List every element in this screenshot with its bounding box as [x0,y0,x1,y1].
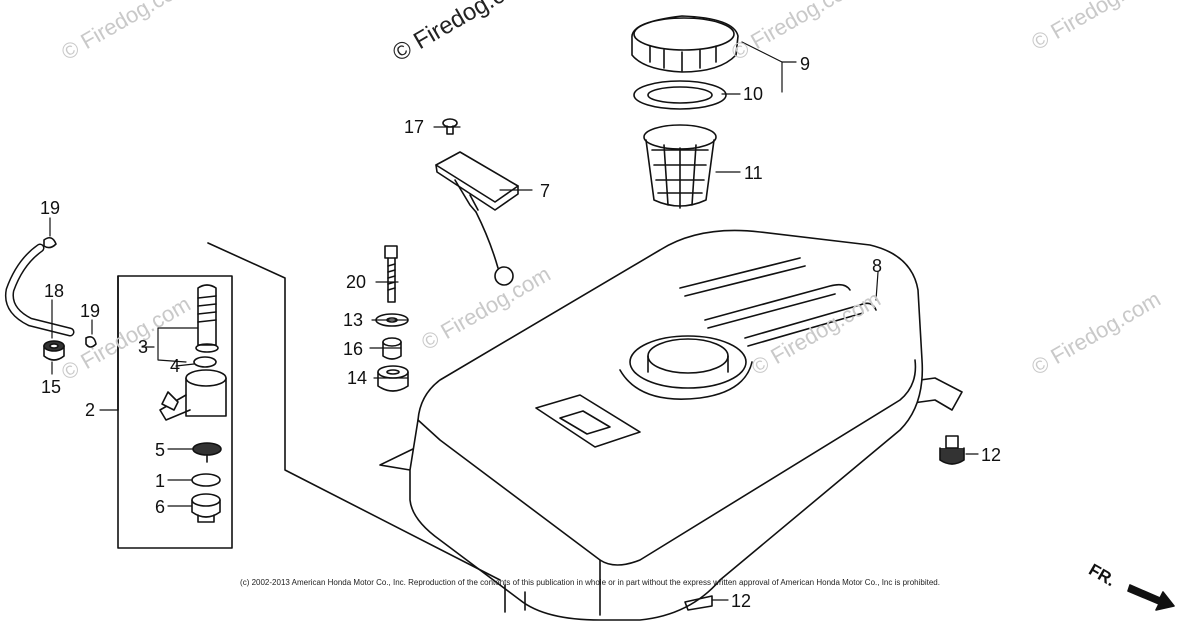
clip-19-upper-part[interactable] [43,236,57,249]
strainer-3-part[interactable] [195,284,219,353]
callout-16[interactable]: 16 [343,339,364,359]
callout-2[interactable]: 2 [85,400,96,420]
callout-4[interactable]: 4 [170,356,181,376]
leader-lines [49,41,979,601]
callout-15[interactable]: 15 [41,377,62,397]
callout-20[interactable]: 20 [346,272,367,292]
callout-19[interactable]: 19 [40,198,61,218]
callout-5[interactable]: 5 [155,440,166,460]
callout-18[interactable]: 18 [44,281,65,301]
callout-12[interactable]: 12 [731,591,752,611]
fuel-cock-assembly-frame [117,242,501,581]
rubber-15-part[interactable] [43,340,65,361]
callout-14[interactable]: 14 [347,368,368,388]
copyright-notice: (c) 2002-2013 American Honda Motor Co., … [240,578,940,587]
tank-rubber-12-part[interactable] [939,435,965,465]
callout-13[interactable]: 13 [343,310,364,330]
clip-19-lower-part[interactable] [85,336,97,348]
callout-9[interactable]: 9 [800,54,811,74]
fuel-strainer-part[interactable] [643,124,717,209]
o-ring-1-part[interactable] [191,473,221,487]
callout-1[interactable]: 1 [155,471,166,491]
fuel-cock-body-part[interactable] [159,369,227,421]
callout-19[interactable]: 19 [80,301,101,321]
callout-17[interactable]: 17 [404,117,425,137]
cap-gasket-part[interactable] [633,80,727,110]
front-direction-arrow [1127,584,1175,611]
o-ring-4-part[interactable] [193,356,217,368]
callout-7[interactable]: 7 [540,181,551,201]
bolt-20-part[interactable] [384,245,398,303]
packing-5-part[interactable] [192,442,222,463]
fuel-tube-18-part[interactable] [4,243,75,337]
callout-11[interactable]: 11 [744,163,763,183]
callout-10[interactable]: 10 [743,84,764,104]
callout-6[interactable]: 6 [155,497,166,517]
fuel-tank-part[interactable] [379,229,963,621]
fuel-gauge-part[interactable] [435,151,519,286]
callout-8[interactable]: 8 [872,256,883,276]
fuel-cap-part[interactable] [631,15,739,73]
fuel-cup-6-part[interactable] [191,493,221,523]
collar-16-part[interactable] [382,337,402,360]
callout-12[interactable]: 12 [981,445,1002,465]
callout-3[interactable]: 3 [138,337,149,357]
